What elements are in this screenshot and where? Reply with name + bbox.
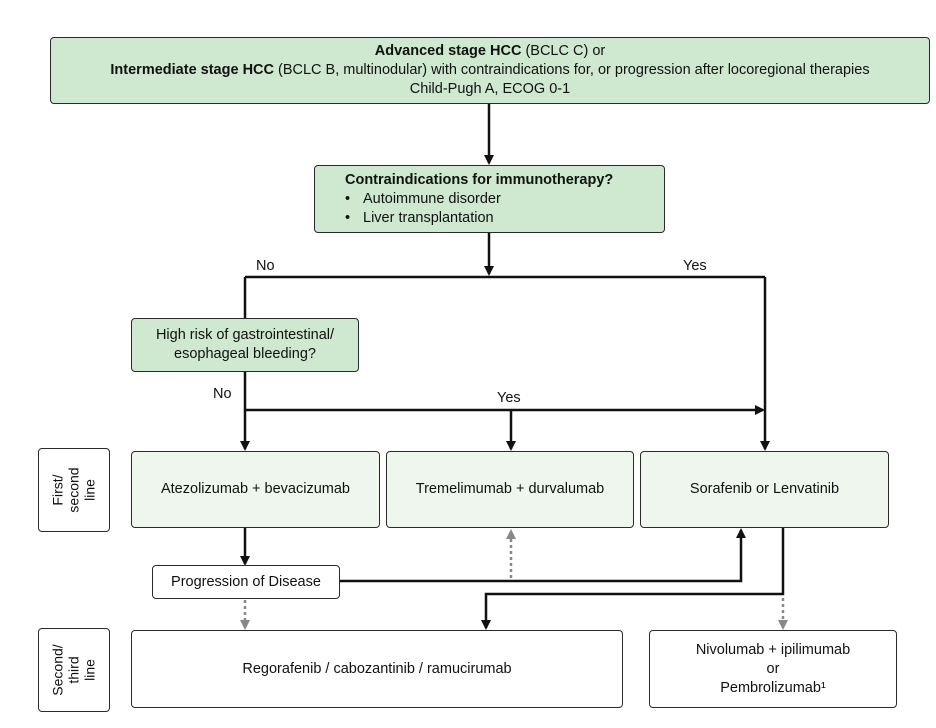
bleeding-line-1: High risk of gastrointestinal/ <box>155 327 335 343</box>
side-label-text: third <box>66 656 82 684</box>
contraindications-title: Contraindications for immunotherapy? <box>345 171 614 188</box>
atezolizumab-box: Atezolizumab + bevacizumab <box>131 451 380 528</box>
bleeding-risk-box: High risk of gastrointestinal/ esophagea… <box>131 318 359 372</box>
sorafenib-label: Sorafenib or Lenvatinib <box>689 481 840 497</box>
eligibility-line-3: Child-Pugh A, ECOG 0-1 <box>409 81 571 97</box>
side-label-text: line <box>82 659 98 681</box>
side-label-first-line: First/ second line <box>38 448 110 532</box>
arrow-sorafenib-to-rego <box>481 528 785 630</box>
sorafenib-box: Sorafenib or Lenvatinib <box>640 451 889 528</box>
tremelimumab-box: Tremelimumab + durvalumab <box>386 451 634 528</box>
contraindication-item: Liver transplantation <box>345 209 501 228</box>
side-label-second-line: Second/ third line <box>38 628 110 712</box>
label-yes-bleeding: Yes <box>497 390 521 406</box>
nivolumab-box: Nivolumab + ipilimumab or Pembrolizumab¹ <box>649 630 897 708</box>
pembrolizumab-label: Pembrolizumab¹ <box>720 679 826 696</box>
eligibility-line-2: Intermediate stage HCC (BCLC B, multinod… <box>110 62 870 78</box>
arrow-progression-to-sorafenib <box>340 528 746 583</box>
contraindication-item: Autoimmune disorder <box>345 190 501 209</box>
contraindications-box: Contraindications for immunotherapy? Aut… <box>314 165 665 233</box>
bleeding-line-2: esophageal bleeding? <box>174 346 316 362</box>
regorafenib-box: Regorafenib / cabozantinib / ramucirumab <box>131 630 623 708</box>
label-yes-immunotherapy: Yes <box>683 258 707 274</box>
atezolizumab-label: Atezolizumab + bevacizumab <box>160 481 350 497</box>
side-label-text: First/ <box>50 474 66 506</box>
contraindications-list: Autoimmune disorder Liver transplantatio… <box>345 190 501 228</box>
eligibility-box: Advanced stage HCC (BCLC C) or Intermedi… <box>50 37 930 104</box>
eligibility-line-1: Advanced stage HCC (BCLC C) or <box>374 43 606 59</box>
label-no-bleeding: No <box>213 386 232 402</box>
nivolumab-or: or <box>766 660 780 677</box>
side-label-text: second <box>66 467 82 513</box>
tremelimumab-label: Tremelimumab + durvalumab <box>415 481 605 497</box>
side-label-text: line <box>82 479 98 501</box>
label-no-immunotherapy: No <box>256 258 275 274</box>
nivolumab-label: Nivolumab + ipilimumab <box>695 641 851 658</box>
progression-label: Progression of Disease <box>171 573 321 590</box>
side-label-text: Second/ <box>50 644 66 696</box>
progression-box: Progression of Disease <box>152 565 340 599</box>
regorafenib-label: Regorafenib / cabozantinib / ramucirumab <box>242 660 512 677</box>
